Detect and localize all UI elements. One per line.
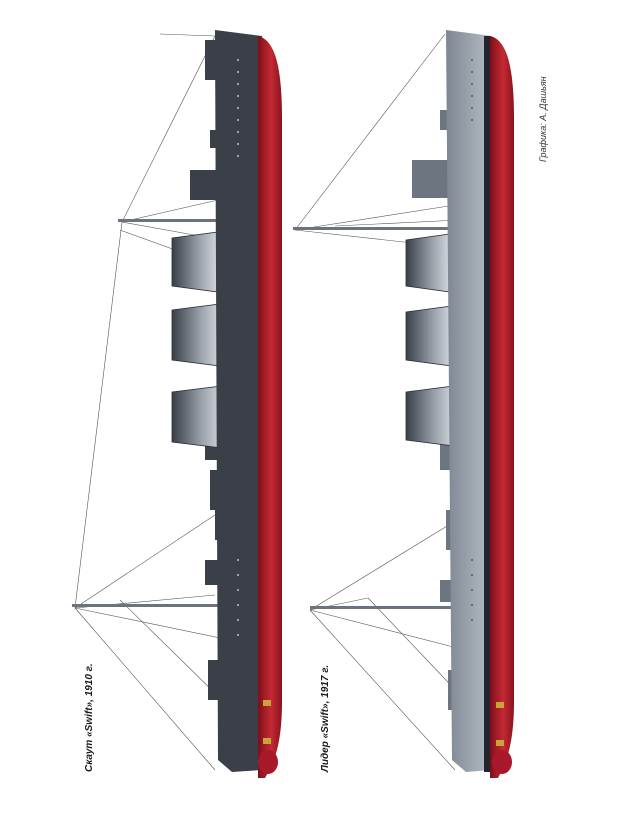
ship-2-boot-topping	[484, 36, 490, 772]
ship-1-foremast	[118, 219, 218, 222]
graphics-credit: Графика: А. Дашьян	[538, 76, 548, 162]
ship-2-propeller	[496, 702, 504, 708]
ship-1-hull-red	[258, 36, 282, 778]
ship-1-rigging	[74, 33, 231, 771]
ship-1-propeller	[263, 700, 271, 706]
ship-1-profile	[72, 30, 282, 778]
ship-2-funnel-1	[405, 233, 451, 293]
ship-2-foremast	[293, 227, 448, 230]
ship-2-funnel-3	[405, 385, 455, 447]
ship-2-profile	[293, 30, 514, 778]
ship-1-hull-upper	[215, 30, 262, 772]
ship-1-rudder	[258, 750, 278, 774]
ship-1-caption: Скаут «Swift», 1910 г.	[84, 663, 95, 772]
ship-1-funnel-1	[171, 231, 219, 293]
ship-2-hull-upper	[446, 30, 492, 772]
ship-2-hull-red	[490, 36, 514, 778]
ship-2-caption: Лидер «Swift», 1917 г.	[320, 664, 331, 772]
ship-2-portholes	[471, 59, 473, 621]
ship-1-funnel-2	[171, 303, 221, 367]
ship-2-rudder	[492, 750, 512, 774]
ship-1-mainmast	[72, 604, 222, 607]
ship-2-mainmast	[310, 606, 460, 609]
ship-2-funnel-2	[405, 305, 453, 367]
ship-2-funnels	[405, 233, 455, 447]
ship-1-funnel-3	[171, 385, 223, 449]
ship-1-propeller-2	[263, 738, 271, 744]
ship-1-funnels	[171, 231, 223, 449]
ship-1-portholes	[237, 59, 239, 636]
ship-2-propeller-2	[496, 740, 504, 746]
